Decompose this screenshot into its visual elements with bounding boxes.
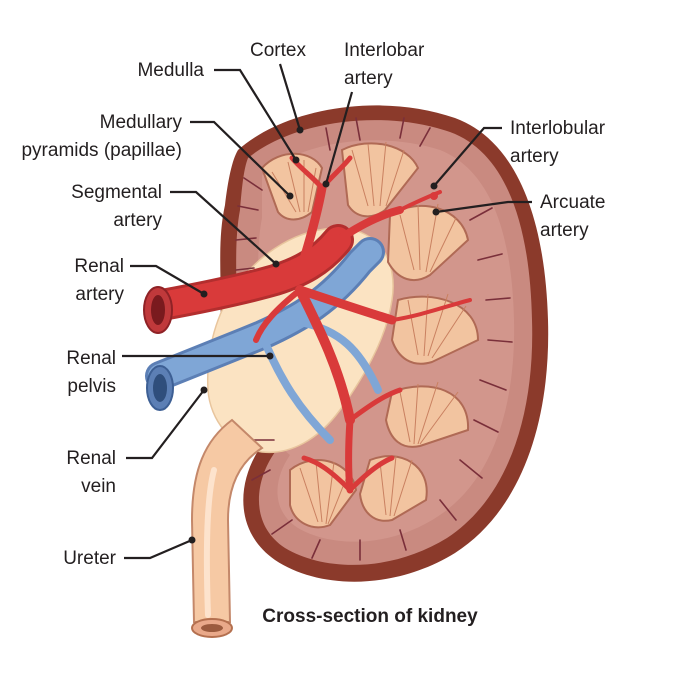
label-interlobular-artery-2: artery <box>510 146 559 167</box>
label-renal-pelvis-1: Renal <box>66 348 116 369</box>
label-medulla: Medulla <box>137 60 204 81</box>
label-pyramids-2: pyramids (papillae) <box>21 140 182 161</box>
pyramid-6 <box>358 455 428 522</box>
label-arcuate-artery-1: Arcuate <box>540 192 605 213</box>
label-cortex: Cortex <box>250 40 306 61</box>
arterial-tree <box>253 155 472 494</box>
label-ureter: Ureter <box>63 548 116 569</box>
renal-artery <box>143 224 354 334</box>
pyramid-2 <box>340 142 420 218</box>
pyramid-striations <box>271 141 467 525</box>
arcuate-artery-marker <box>430 192 438 200</box>
label-interlobar-artery-1: Interlobar <box>344 40 425 61</box>
label-renal-artery-2: artery <box>75 284 124 305</box>
label-renal-vein-2: vein <box>81 476 116 497</box>
diagram-caption: Cross-section of kidney <box>262 606 478 627</box>
interlobular-vessels <box>235 117 513 561</box>
labels: Medulla Cortex Interlobar artery Medulla… <box>21 40 605 569</box>
label-arcuate-artery-2: artery <box>540 220 589 241</box>
medullary-pyramids <box>260 142 480 529</box>
label-renal-pelvis-2: pelvis <box>67 376 116 397</box>
ureter <box>190 418 264 638</box>
label-renal-vein-1: Renal <box>66 448 116 469</box>
label-segmental-artery-2: artery <box>113 210 162 231</box>
label-segmental-artery-1: Segmental <box>71 182 162 203</box>
label-pyramids-1: Medullary <box>100 112 183 133</box>
pyramid-4 <box>390 295 480 365</box>
label-interlobar-artery-2: artery <box>344 68 393 89</box>
label-renal-artery-1: Renal <box>74 256 124 277</box>
label-interlobular-artery-1: Interlobular <box>510 118 606 139</box>
leader-lines <box>122 63 532 560</box>
